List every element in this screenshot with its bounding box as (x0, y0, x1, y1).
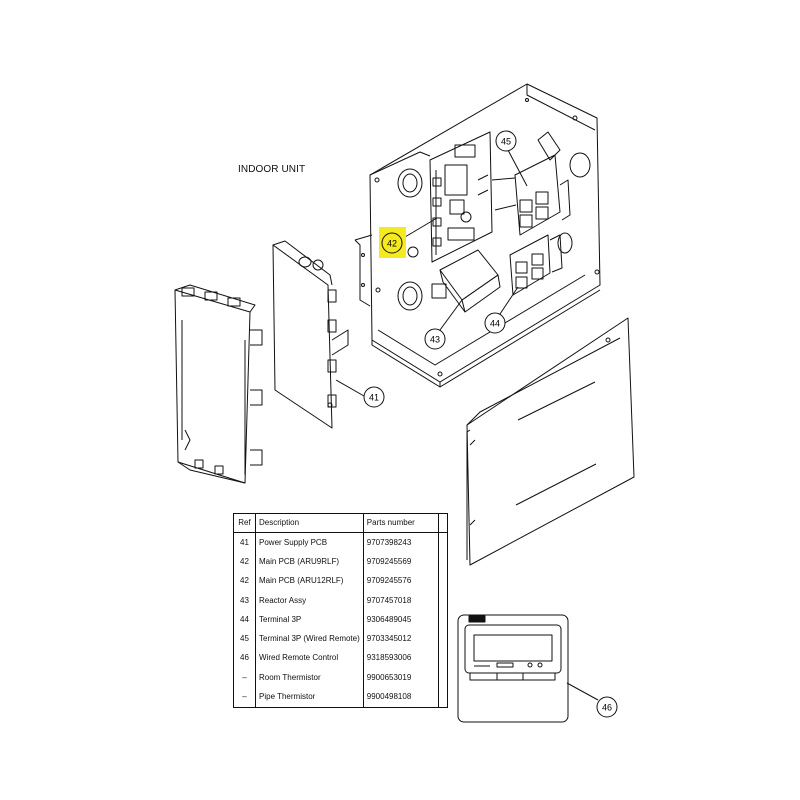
callout-45: 45 (495, 130, 517, 152)
row-description: Power Supply PCB (255, 532, 364, 553)
header-blank (437, 513, 448, 533)
row-ref: 46 (233, 648, 256, 669)
header-ref: Ref (233, 513, 256, 533)
row-ref: – (233, 687, 256, 708)
wired-remote (457, 614, 569, 723)
row-part-number: 9900498108 (362, 687, 439, 708)
table-row: – Room Thermistor 9900653019 (233, 668, 448, 688)
table-row: 43 Reactor Assy 9707457018 (233, 590, 448, 611)
row-ref: 42 (233, 571, 256, 591)
row-description: Main PCB (ARU12RLF) (255, 571, 364, 591)
callout-43: 43 (424, 328, 446, 350)
row-blank (437, 648, 448, 669)
callout-41-label: 41 (369, 393, 379, 403)
row-ref: 45 (233, 629, 256, 649)
row-blank (437, 629, 448, 649)
row-description: Room Thermistor (255, 668, 364, 688)
table-header-row: Ref Description Parts number (233, 513, 448, 533)
table-row: 42 Main PCB (ARU9RLF) 9709245569 (233, 552, 448, 572)
parts-table: Ref Description Parts number 41 Power Su… (233, 513, 448, 708)
table-row: 42 Main PCB (ARU12RLF) 9709245576 (233, 571, 448, 591)
row-ref: – (233, 668, 256, 688)
callout-46: 46 (596, 696, 618, 718)
row-blank (437, 687, 448, 708)
row-part-number: 9306489045 (362, 610, 439, 630)
callout-44-label: 44 (490, 319, 500, 329)
row-blank (437, 532, 448, 553)
table-row: – Pipe Thermistor 9900498108 (233, 687, 448, 708)
row-ref: 42 (233, 552, 256, 572)
table-row: 44 Terminal 3P 9306489045 (233, 610, 448, 630)
row-description: Terminal 3P (255, 610, 364, 630)
table-row: 46 Wired Remote Control 9318593006 (233, 648, 448, 669)
row-ref: 43 (233, 590, 256, 611)
row-description: Wired Remote Control (255, 648, 364, 669)
row-blank (437, 571, 448, 591)
header-description: Description (255, 513, 364, 533)
control-box (354, 83, 601, 388)
callout-41: 41 (363, 386, 385, 408)
front-cover (466, 317, 635, 566)
diagram-title: INDOOR UNIT (238, 164, 306, 175)
table-row: 41 Power Supply PCB 9707398243 (233, 532, 448, 553)
row-ref: 44 (233, 610, 256, 630)
row-part-number: 9318593006 (362, 648, 439, 669)
electrical-box (174, 284, 263, 484)
header-part-number: Parts number (362, 513, 439, 533)
row-description: Main PCB (ARU9RLF) (255, 552, 364, 572)
row-description: Pipe Thermistor (255, 687, 364, 708)
row-blank (437, 610, 448, 630)
row-description: Terminal 3P (Wired Remote) (255, 629, 364, 649)
row-part-number: 9707457018 (362, 590, 439, 611)
power-supply-pcb (272, 240, 349, 429)
row-part-number: 9703345012 (362, 629, 439, 649)
row-part-number: 9900653019 (362, 668, 439, 688)
callout-44: 44 (484, 312, 506, 334)
row-blank (437, 668, 448, 688)
callout-42: 42 (379, 227, 406, 258)
row-blank (437, 552, 448, 572)
row-description: Reactor Assy (255, 590, 364, 611)
row-part-number: 9709245576 (362, 571, 439, 591)
row-blank (437, 590, 448, 611)
callout-43-label: 43 (430, 335, 440, 345)
callout-46-label: 46 (602, 703, 612, 713)
callout-45-label: 45 (501, 137, 511, 147)
row-ref: 41 (233, 532, 256, 553)
table-row: 45 Terminal 3P (Wired Remote) 9703345012 (233, 629, 448, 649)
row-part-number: 9707398243 (362, 532, 439, 553)
row-part-number: 9709245569 (362, 552, 439, 572)
callout-42-label: 42 (387, 239, 397, 249)
